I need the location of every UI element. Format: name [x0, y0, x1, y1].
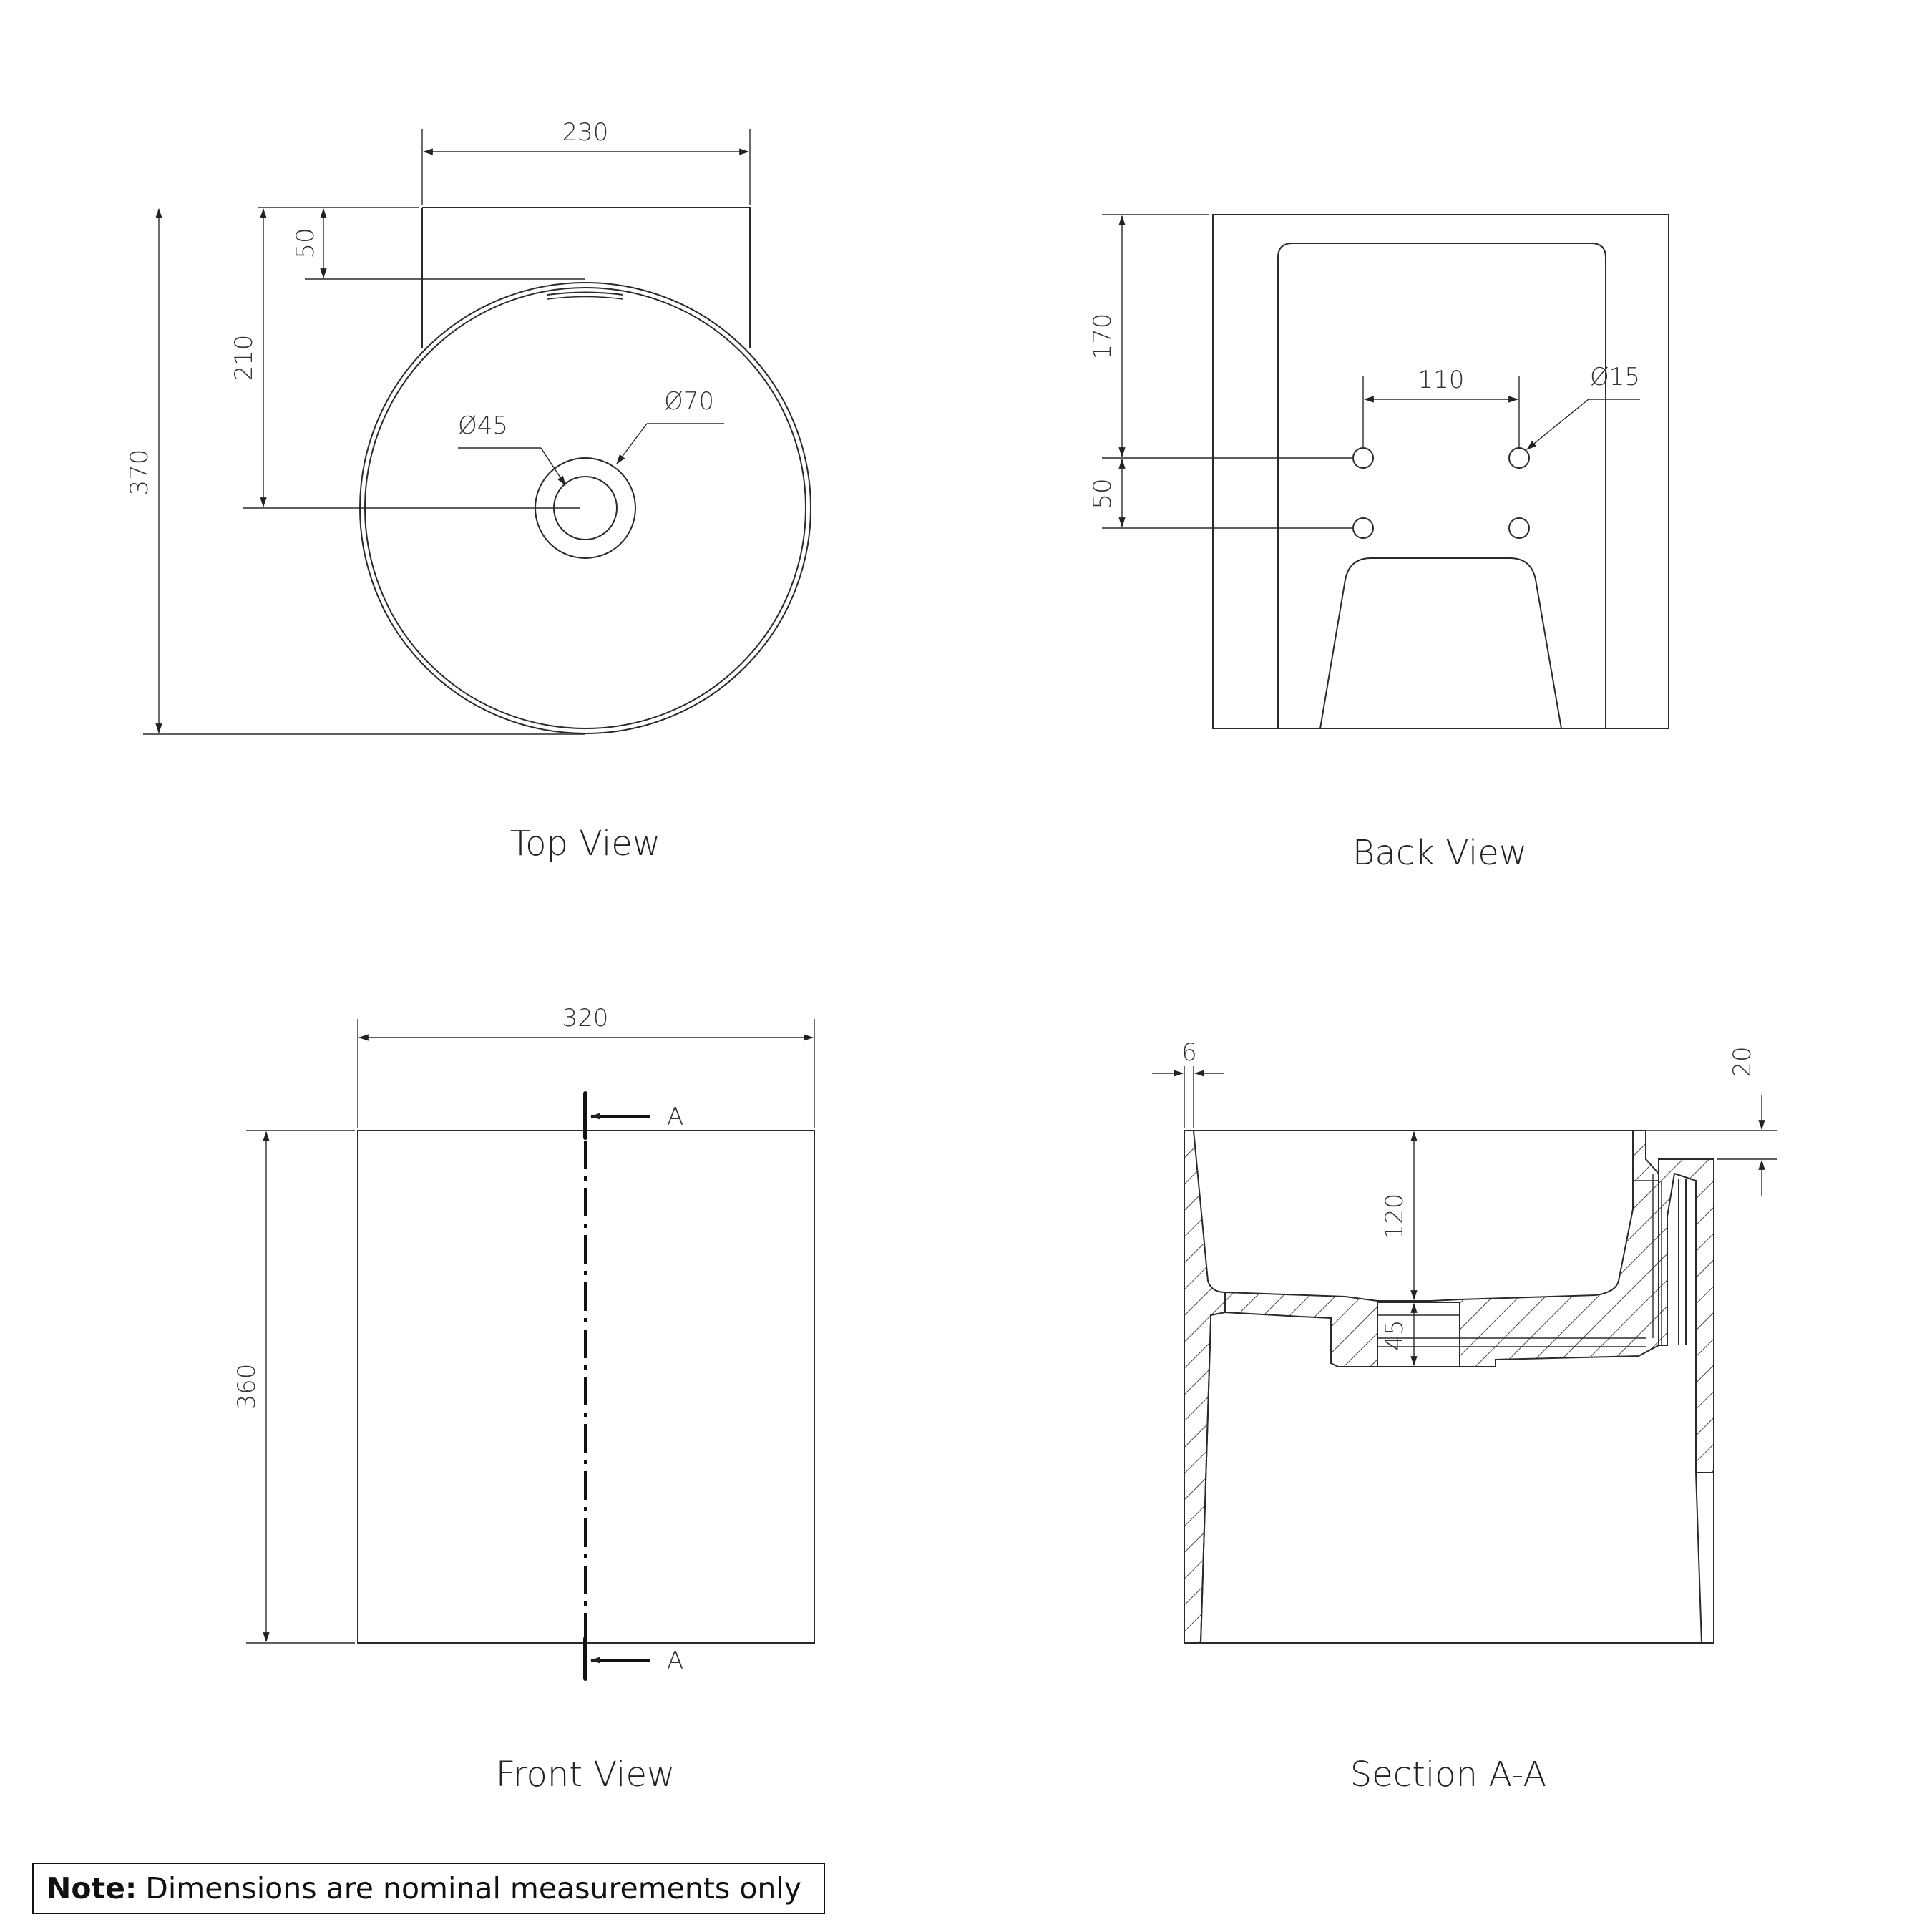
back-view-label: Back View — [1352, 833, 1527, 873]
note-text: Dimensions are nominal measurements only — [145, 1871, 802, 1906]
back-hole-spacing-v: 50 — [1088, 478, 1117, 509]
front-height-dim: 360 — [233, 1364, 261, 1410]
section-marker-bottom: A — [667, 1646, 683, 1675]
section-depth-dim: 120 — [1380, 1194, 1409, 1240]
top-view: 230 50 210 370 Ø45 Ø70 Top View — [125, 118, 811, 864]
note-prefix: Note: — [47, 1871, 137, 1906]
top-width-dim: 230 — [562, 118, 609, 147]
section-marker-top: A — [667, 1103, 683, 1131]
top-inner-dia: Ø45 — [458, 411, 508, 440]
section-view-label: Section A-A — [1350, 1755, 1546, 1795]
mounting-hole — [1352, 517, 1374, 539]
back-view: 170 50 110 Ø15 Back View — [1088, 214, 1669, 873]
section-a-a: 6 20 120 45 Section A-A — [1152, 1038, 1777, 1795]
section-rim-dim: 20 — [1728, 1046, 1757, 1077]
top-outer-dia: Ø70 — [664, 387, 714, 416]
front-view: A A 320 360 Front View — [233, 1004, 815, 1795]
mounting-hole — [1508, 517, 1530, 539]
section-drain-dim: 45 — [1380, 1319, 1409, 1350]
top-view-label: Top View — [510, 824, 660, 864]
back-hole-spacing-h: 110 — [1418, 366, 1465, 394]
section-wall-dim: 6 — [1181, 1038, 1197, 1067]
note-box: Note: Dimensions are nominal measurement… — [32, 1863, 825, 1914]
back-height-dim: 170 — [1088, 313, 1117, 360]
top-depth-dim: 370 — [125, 449, 154, 496]
mounting-hole — [1352, 447, 1374, 469]
mounting-hole — [1508, 447, 1530, 469]
top-center-dim: 210 — [230, 335, 258, 381]
top-offset-dim: 50 — [291, 228, 320, 258]
front-view-label: Front View — [496, 1755, 675, 1795]
front-width-dim: 320 — [562, 1004, 609, 1033]
back-hole-dia: Ø15 — [1590, 363, 1640, 391]
